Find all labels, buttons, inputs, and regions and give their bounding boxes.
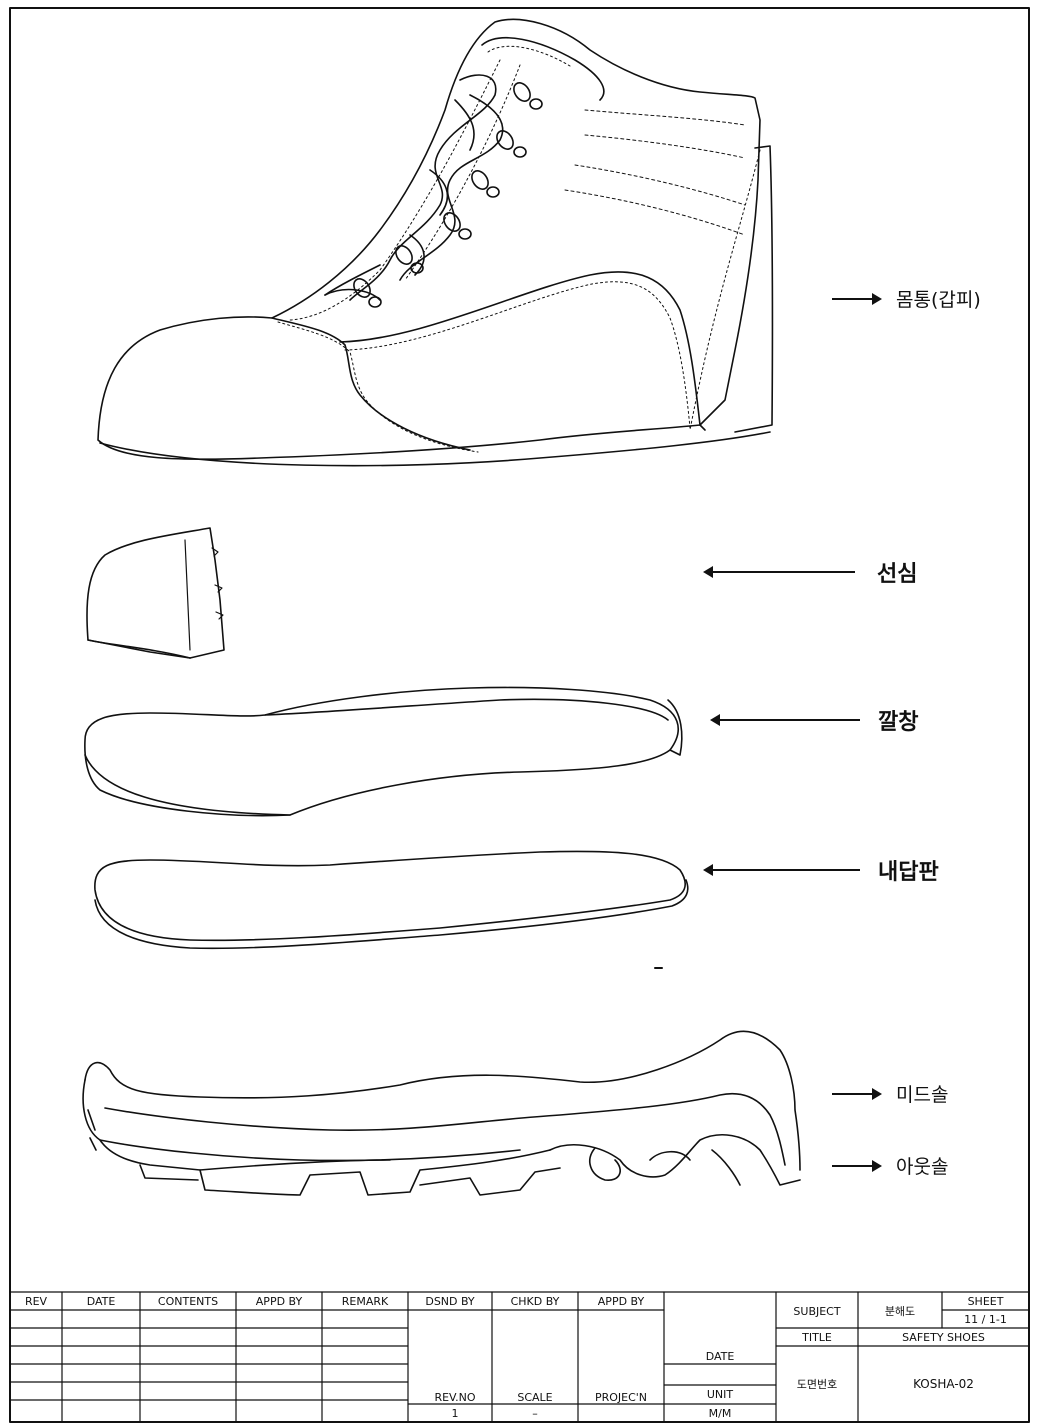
title-value: SAFETY SHOES (902, 1330, 985, 1344)
rev-no-value: 1 (451, 1406, 459, 1420)
callout-midsole-label: 미드솔 (896, 1084, 949, 1106)
callout-insole-label: 깔창 (878, 710, 919, 735)
unit-label: UNIT (706, 1387, 734, 1401)
header-contents: CONTENTS (157, 1294, 219, 1308)
callout-toecap-label: 선심 (877, 562, 918, 587)
sheet-label: SHEET (967, 1294, 1004, 1308)
insole-illustration (84, 686, 683, 817)
drawing-no-value: KOSHA-02 (913, 1377, 974, 1391)
arrow-left-icon (703, 864, 860, 876)
scale-value: – (532, 1406, 538, 1420)
header-appd-by-2: APPD BY (597, 1294, 645, 1308)
boot-upper-illustration (97, 18, 774, 467)
subject-value: 분해도 (884, 1304, 916, 1318)
arrow-right-icon (832, 1087, 882, 1100)
toe-cap-illustration (86, 527, 225, 659)
header-chkd-by: CHKD BY (510, 1294, 560, 1308)
subject-label: SUBJECT (793, 1304, 841, 1318)
sole-illustration (82, 1030, 801, 1196)
project-label: PROJEC'N (594, 1390, 648, 1404)
date-label: DATE (705, 1349, 735, 1363)
callout-toecap: 선심 (703, 556, 918, 588)
callout-insole: 깔창 (710, 704, 919, 736)
title-block-grid (9, 1291, 1030, 1423)
title-block: REV DATE CONTENTS APPD BY REMARK DSND BY… (10, 1292, 1029, 1422)
rev-no-label: REV.NO (434, 1390, 476, 1404)
header-date: DATE (86, 1294, 116, 1308)
callout-upper: 몸통(갑피) (832, 285, 981, 312)
unit-value: M/M (708, 1406, 732, 1420)
callout-inner-plate: 내답판 (703, 854, 939, 886)
arrow-right-icon (832, 292, 882, 305)
header-remark: REMARK (341, 1294, 389, 1308)
header-rev: REV (24, 1294, 48, 1308)
title-label: TITLE (802, 1330, 832, 1344)
arrow-right-icon (832, 1159, 882, 1172)
scale-label: SCALE (517, 1390, 553, 1404)
callout-midsole: 미드솔 (832, 1080, 948, 1107)
sheet-border (9, 7, 1030, 1423)
header-dsnd-by: DSND BY (425, 1294, 475, 1308)
arrow-left-icon (703, 566, 855, 578)
callout-inner-plate-label: 내답판 (878, 860, 939, 885)
sheet-value: 11 / 1-1 (964, 1312, 1007, 1326)
callout-upper-label: 몸통(갑피) (896, 289, 981, 311)
callout-outsole: 아웃솔 (832, 1152, 948, 1179)
callout-outsole-label: 아웃솔 (896, 1156, 949, 1178)
arrow-left-icon (710, 714, 860, 726)
header-appd-by: APPD BY (255, 1294, 303, 1308)
inner-plate-illustration (94, 850, 689, 969)
drawing-no-label: 도면번호 (796, 1377, 838, 1391)
